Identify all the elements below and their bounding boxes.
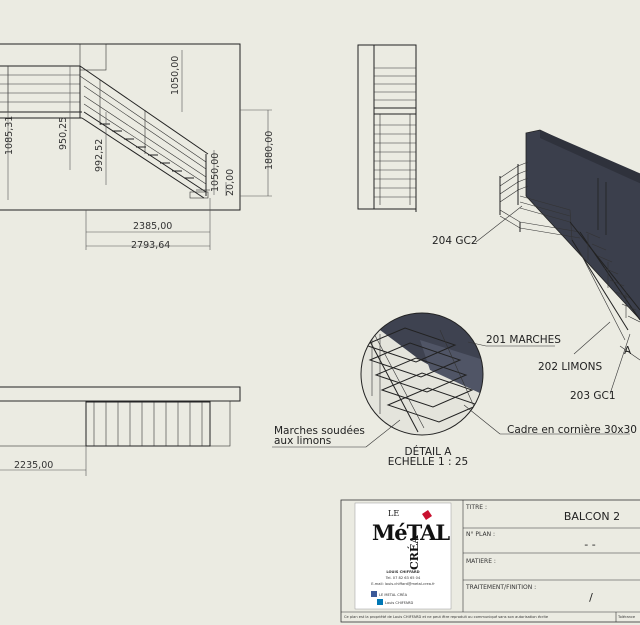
front-dim-1880: 1880,00 [264, 131, 275, 170]
front-dim-2793: 2793,64 [131, 240, 170, 251]
front-view-wall-outline [0, 43, 241, 211]
title-block: TITRE : BALCON 2 N° PLAN : - - MATIERE :… [340, 499, 640, 623]
top-view: 2235,00 [0, 386, 241, 476]
facebook-label: LE METAL CRÉA [379, 592, 408, 597]
traitement-label: TRAITEMENT/FINITION : [465, 584, 536, 591]
detail-marker-a: A [624, 345, 632, 357]
front-dim-1050-bottom: 1050,00 [210, 153, 221, 192]
detail-a: 201 MARCHES Cadre en cornière 30x30 Marc… [272, 312, 637, 468]
side-view-railing [374, 67, 416, 115]
side-view [357, 44, 417, 212]
front-view: 1085,31 950,25 992,52 1050,00 1050,00 20… [0, 43, 275, 251]
logo-crea: CRÉA [407, 535, 421, 570]
plan-label: N° PLAN : [466, 531, 495, 538]
front-dim-950: 950,25 [58, 117, 69, 150]
titre-label: TITRE : [465, 504, 487, 511]
label-203-gc1: 203 GC1 [570, 390, 616, 402]
contact-phone: Tel. 07 82 63 65 04 [385, 576, 421, 580]
front-dim-1085: 1085,31 [4, 116, 15, 155]
facebook-icon [371, 591, 377, 597]
detail-scale: ECHELLE 1 : 25 [388, 456, 468, 468]
contact-email: E-mail: louis.chiffard@metal-crea.fr [371, 582, 435, 586]
top-view-slab [0, 400, 231, 447]
logo-le: LE [388, 509, 399, 518]
plan-value: - - [584, 538, 595, 551]
detail-note-line2: aux limons [274, 435, 331, 447]
front-dim-2385: 2385,00 [133, 221, 172, 232]
iso-leader-lines [475, 205, 640, 395]
top-view-wall [0, 386, 241, 402]
front-dim-1050-top: 1050,00 [170, 56, 181, 95]
detail-frame-label: Cadre en cornière 30x30 [507, 424, 637, 436]
label-201-marches: 201 MARCHES [486, 334, 561, 346]
logo-metal: MéTAL [372, 520, 450, 545]
front-dim-20: 20,00 [225, 169, 236, 196]
detail-note-line1: Marches soudées [274, 425, 365, 437]
front-view-steps [100, 123, 194, 179]
label-204-gc2: 204 GC2 [432, 235, 478, 247]
label-202-limons: 202 LIMONS [538, 361, 603, 373]
iso-stair [569, 221, 640, 341]
detail-steps [363, 325, 481, 433]
side-view-steps [374, 114, 416, 205]
linkedin-label: Louis CHIFFARD [385, 601, 413, 605]
company-logo: LE MéTAL CRÉA LOUIS CHIFFARD Tel. 07 82 … [354, 502, 451, 610]
detail-title: DÉTAIL A [405, 445, 453, 458]
front-view-stair-railing [83, 85, 207, 185]
top-view-stair-outline [85, 401, 211, 447]
front-view-balcony-railing [0, 65, 82, 119]
linkedin-icon [377, 599, 383, 605]
front-view-stair-stringer [79, 65, 210, 199]
isometric-view: 204 GC2 202 LIMONS 203 GC1 A [432, 129, 640, 402]
front-view-post [79, 43, 107, 71]
contact-name: LOUIS CHIFFARD [386, 570, 419, 574]
side-view-outline [357, 44, 417, 210]
footer-note: Ce plan est la propriété de Louis CHIFFA… [344, 615, 549, 619]
front-dim-992: 992,52 [94, 139, 105, 172]
logo-red-mark-icon [422, 510, 432, 520]
titre-value: BALCON 2 [564, 510, 620, 523]
top-dim-2235: 2235,00 [14, 460, 53, 471]
iso-balcony-railing [499, 161, 581, 241]
traitement-value: / [589, 591, 593, 604]
top-view-steps [93, 402, 203, 446]
matiere-label: MATIERE : [466, 558, 496, 565]
front-view-dimension-lines [7, 50, 272, 250]
footer-tolerance: Tolérance [617, 615, 636, 619]
iso-wall-side [525, 129, 640, 321]
